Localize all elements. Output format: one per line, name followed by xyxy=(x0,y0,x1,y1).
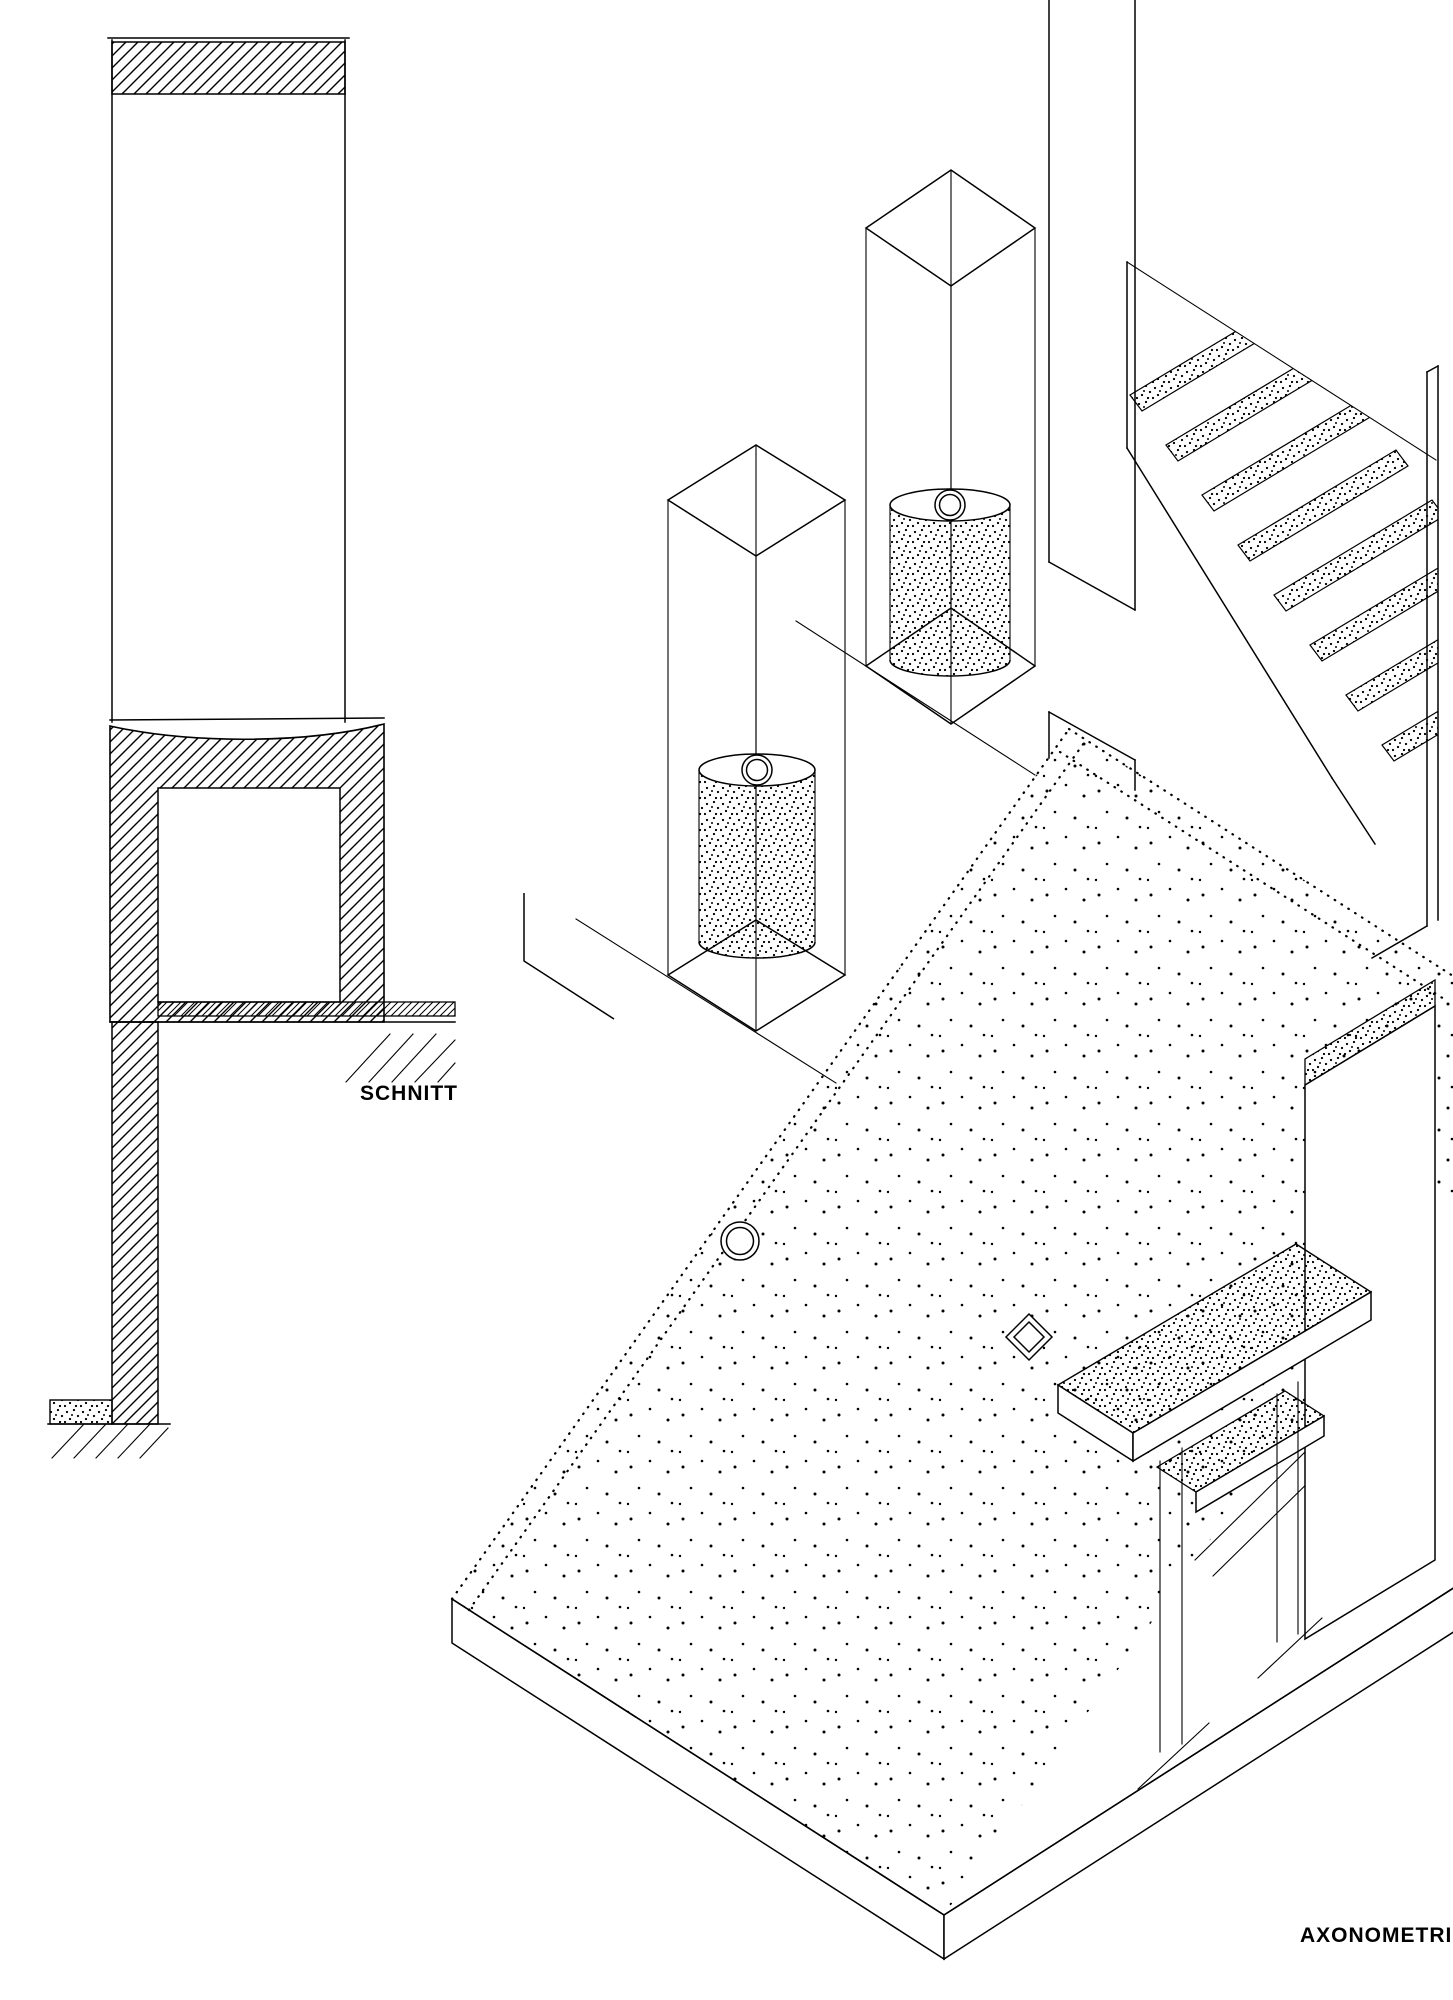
section-footing-screed xyxy=(49,1399,113,1425)
axon-floor-edge-strips xyxy=(450,1587,1453,1961)
pedestal-cylinder-1 xyxy=(698,753,816,959)
pedestal-cylinder-2 xyxy=(889,488,1011,677)
wall-base xyxy=(1047,710,1137,791)
floor-drain-circle xyxy=(720,1221,760,1261)
table-plinth xyxy=(1056,1243,1373,1514)
lower-right-wall xyxy=(1304,978,1436,1641)
stair-side-wall xyxy=(1370,364,1440,960)
wall-column xyxy=(1047,0,1137,612)
section-sill-slab xyxy=(109,1001,456,1023)
section-lower-wall xyxy=(111,1021,159,1425)
staircase xyxy=(1125,261,1438,846)
axonometry-label: AXONOMETRIE xyxy=(1300,1924,1453,1947)
section-masonry-block xyxy=(109,717,385,1023)
axon-floor-dotted-edges xyxy=(450,727,1453,1612)
platform-lines xyxy=(523,620,1036,1084)
section-ceiling-slab xyxy=(107,37,350,95)
section-opening xyxy=(157,787,341,1003)
section-wall-shaft xyxy=(111,39,346,723)
section-ground-hatch-bottom xyxy=(47,1423,171,1459)
table-legs xyxy=(1137,1381,1323,1790)
section-label: SCHNITT xyxy=(360,1082,458,1105)
axonometric-drawing: AXONOMETRIE xyxy=(450,0,1453,1961)
section-drawing: SCHNITT xyxy=(47,37,458,1459)
axon-floor xyxy=(452,729,1453,1915)
floor-drain-square xyxy=(1004,1312,1054,1362)
section-ground-hatch-right xyxy=(345,1033,456,1083)
